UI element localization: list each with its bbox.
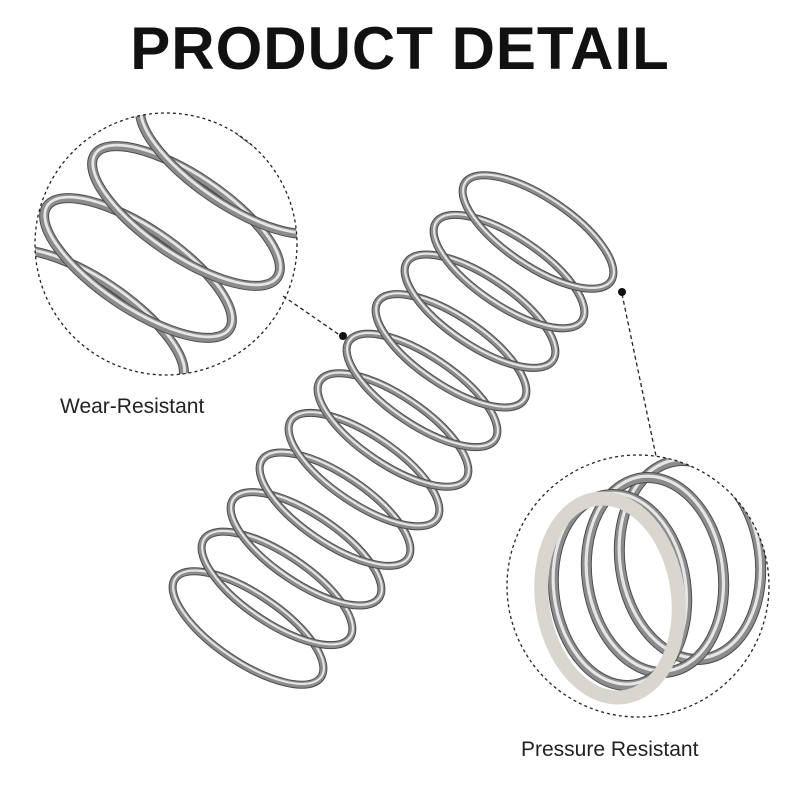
pressure-leader-line — [621, 293, 657, 457]
wear-leader-line — [282, 295, 342, 337]
compression-spring-image — [168, 171, 618, 689]
spring-coil — [458, 171, 618, 293]
spring-coil — [284, 408, 444, 531]
zoom-coil — [87, 141, 285, 291]
ground-end-face — [534, 491, 686, 705]
spring-coil — [168, 567, 328, 689]
pressure-leader-dot — [618, 288, 626, 296]
spring-coil — [400, 250, 560, 372]
spring-coil — [255, 448, 415, 570]
wear-leader-dot — [339, 332, 347, 340]
spring-coil — [313, 369, 473, 491]
spring-coil — [342, 329, 502, 452]
callout-leader-lines — [282, 288, 657, 457]
spring-coil — [429, 210, 589, 333]
zoom-coil — [39, 193, 237, 343]
page-title: PRODUCT DETAIL — [130, 15, 670, 82]
spring-coil — [371, 290, 531, 412]
pressure-resistant-zoom-circle — [506, 454, 770, 718]
spring-coil — [226, 488, 386, 610]
wear-resistant-zoom-circle — [34, 112, 298, 376]
spring-coil — [197, 527, 357, 650]
pressure-resistant-label: Pressure Resistant — [521, 738, 699, 761]
wear-resistant-label: Wear-Resistant — [60, 395, 205, 418]
